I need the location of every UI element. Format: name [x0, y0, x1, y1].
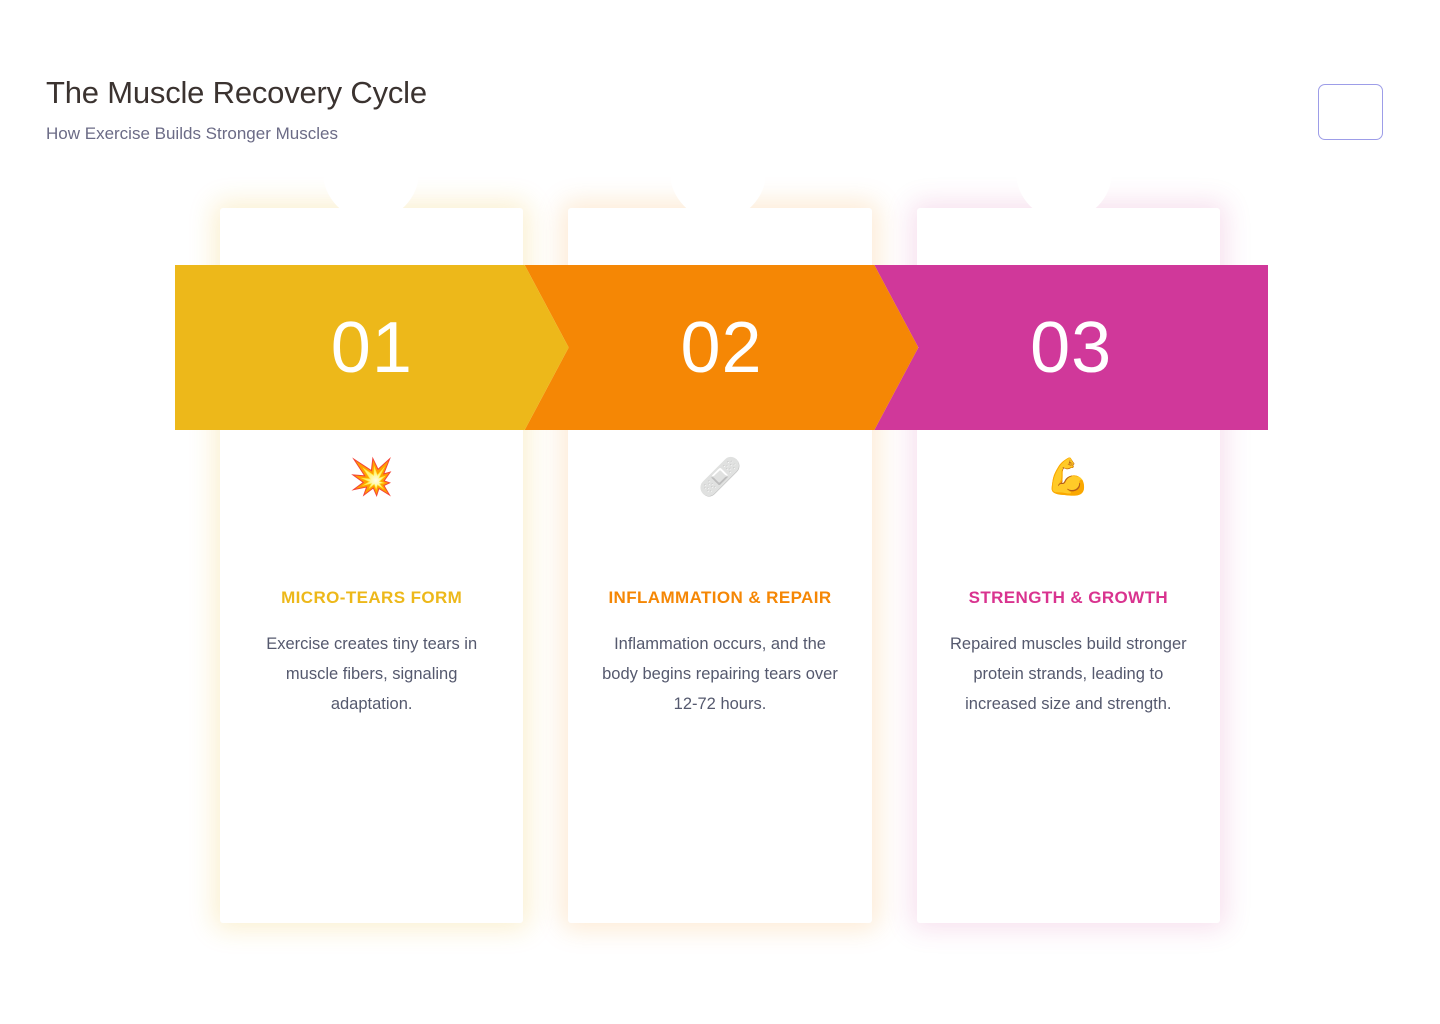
chevron-step-1[interactable]: 01	[175, 265, 569, 430]
step-number-2: 02	[680, 307, 763, 388]
chevron-step-2[interactable]: 02	[525, 265, 919, 430]
page-title: The Muscle Recovery Cycle	[46, 75, 427, 110]
page-subtitle: How Exercise Builds Stronger Muscles	[46, 124, 338, 143]
step-card-3-text: Repaired muscles build stronger protein …	[950, 635, 1187, 713]
step-number-1: 01	[330, 307, 413, 388]
flexed-biceps-icon: 💪	[1045, 457, 1091, 498]
notch-circle-3	[1016, 124, 1112, 220]
corner-placeholder-box[interactable]	[1318, 84, 1383, 140]
notch-circle-2	[670, 124, 766, 220]
header: The Muscle Recovery Cycle How Exercise B…	[46, 72, 1246, 146]
step-card-3-body: STRENGTH & GROWTH Repaired muscles build…	[943, 583, 1194, 719]
step-number-3: 03	[1030, 307, 1113, 388]
chevron-step-3[interactable]: 03	[874, 265, 1269, 430]
collision-icon: 💥	[349, 457, 395, 498]
adhesive-bandage-icon: 🩹	[697, 457, 743, 498]
notch-circle-1	[323, 124, 419, 220]
step-card-1-body: MICRO-TEARS FORM Exercise creates tiny t…	[246, 583, 497, 719]
step-card-1-text: Exercise creates tiny tears in muscle fi…	[266, 635, 478, 713]
step-card-2-body: INFLAMMATION & REPAIR Inflammation occur…	[594, 583, 845, 719]
step-card-3-heading: STRENGTH & GROWTH	[968, 588, 1169, 607]
chevron-banner: 01 02 03	[175, 265, 1269, 430]
step-card-2-text: Inflammation occurs, and the body begins…	[602, 635, 838, 713]
step-card-1-heading: MICRO-TEARS FORM	[281, 588, 463, 607]
step-card-2-heading: INFLAMMATION & REPAIR	[608, 588, 832, 607]
